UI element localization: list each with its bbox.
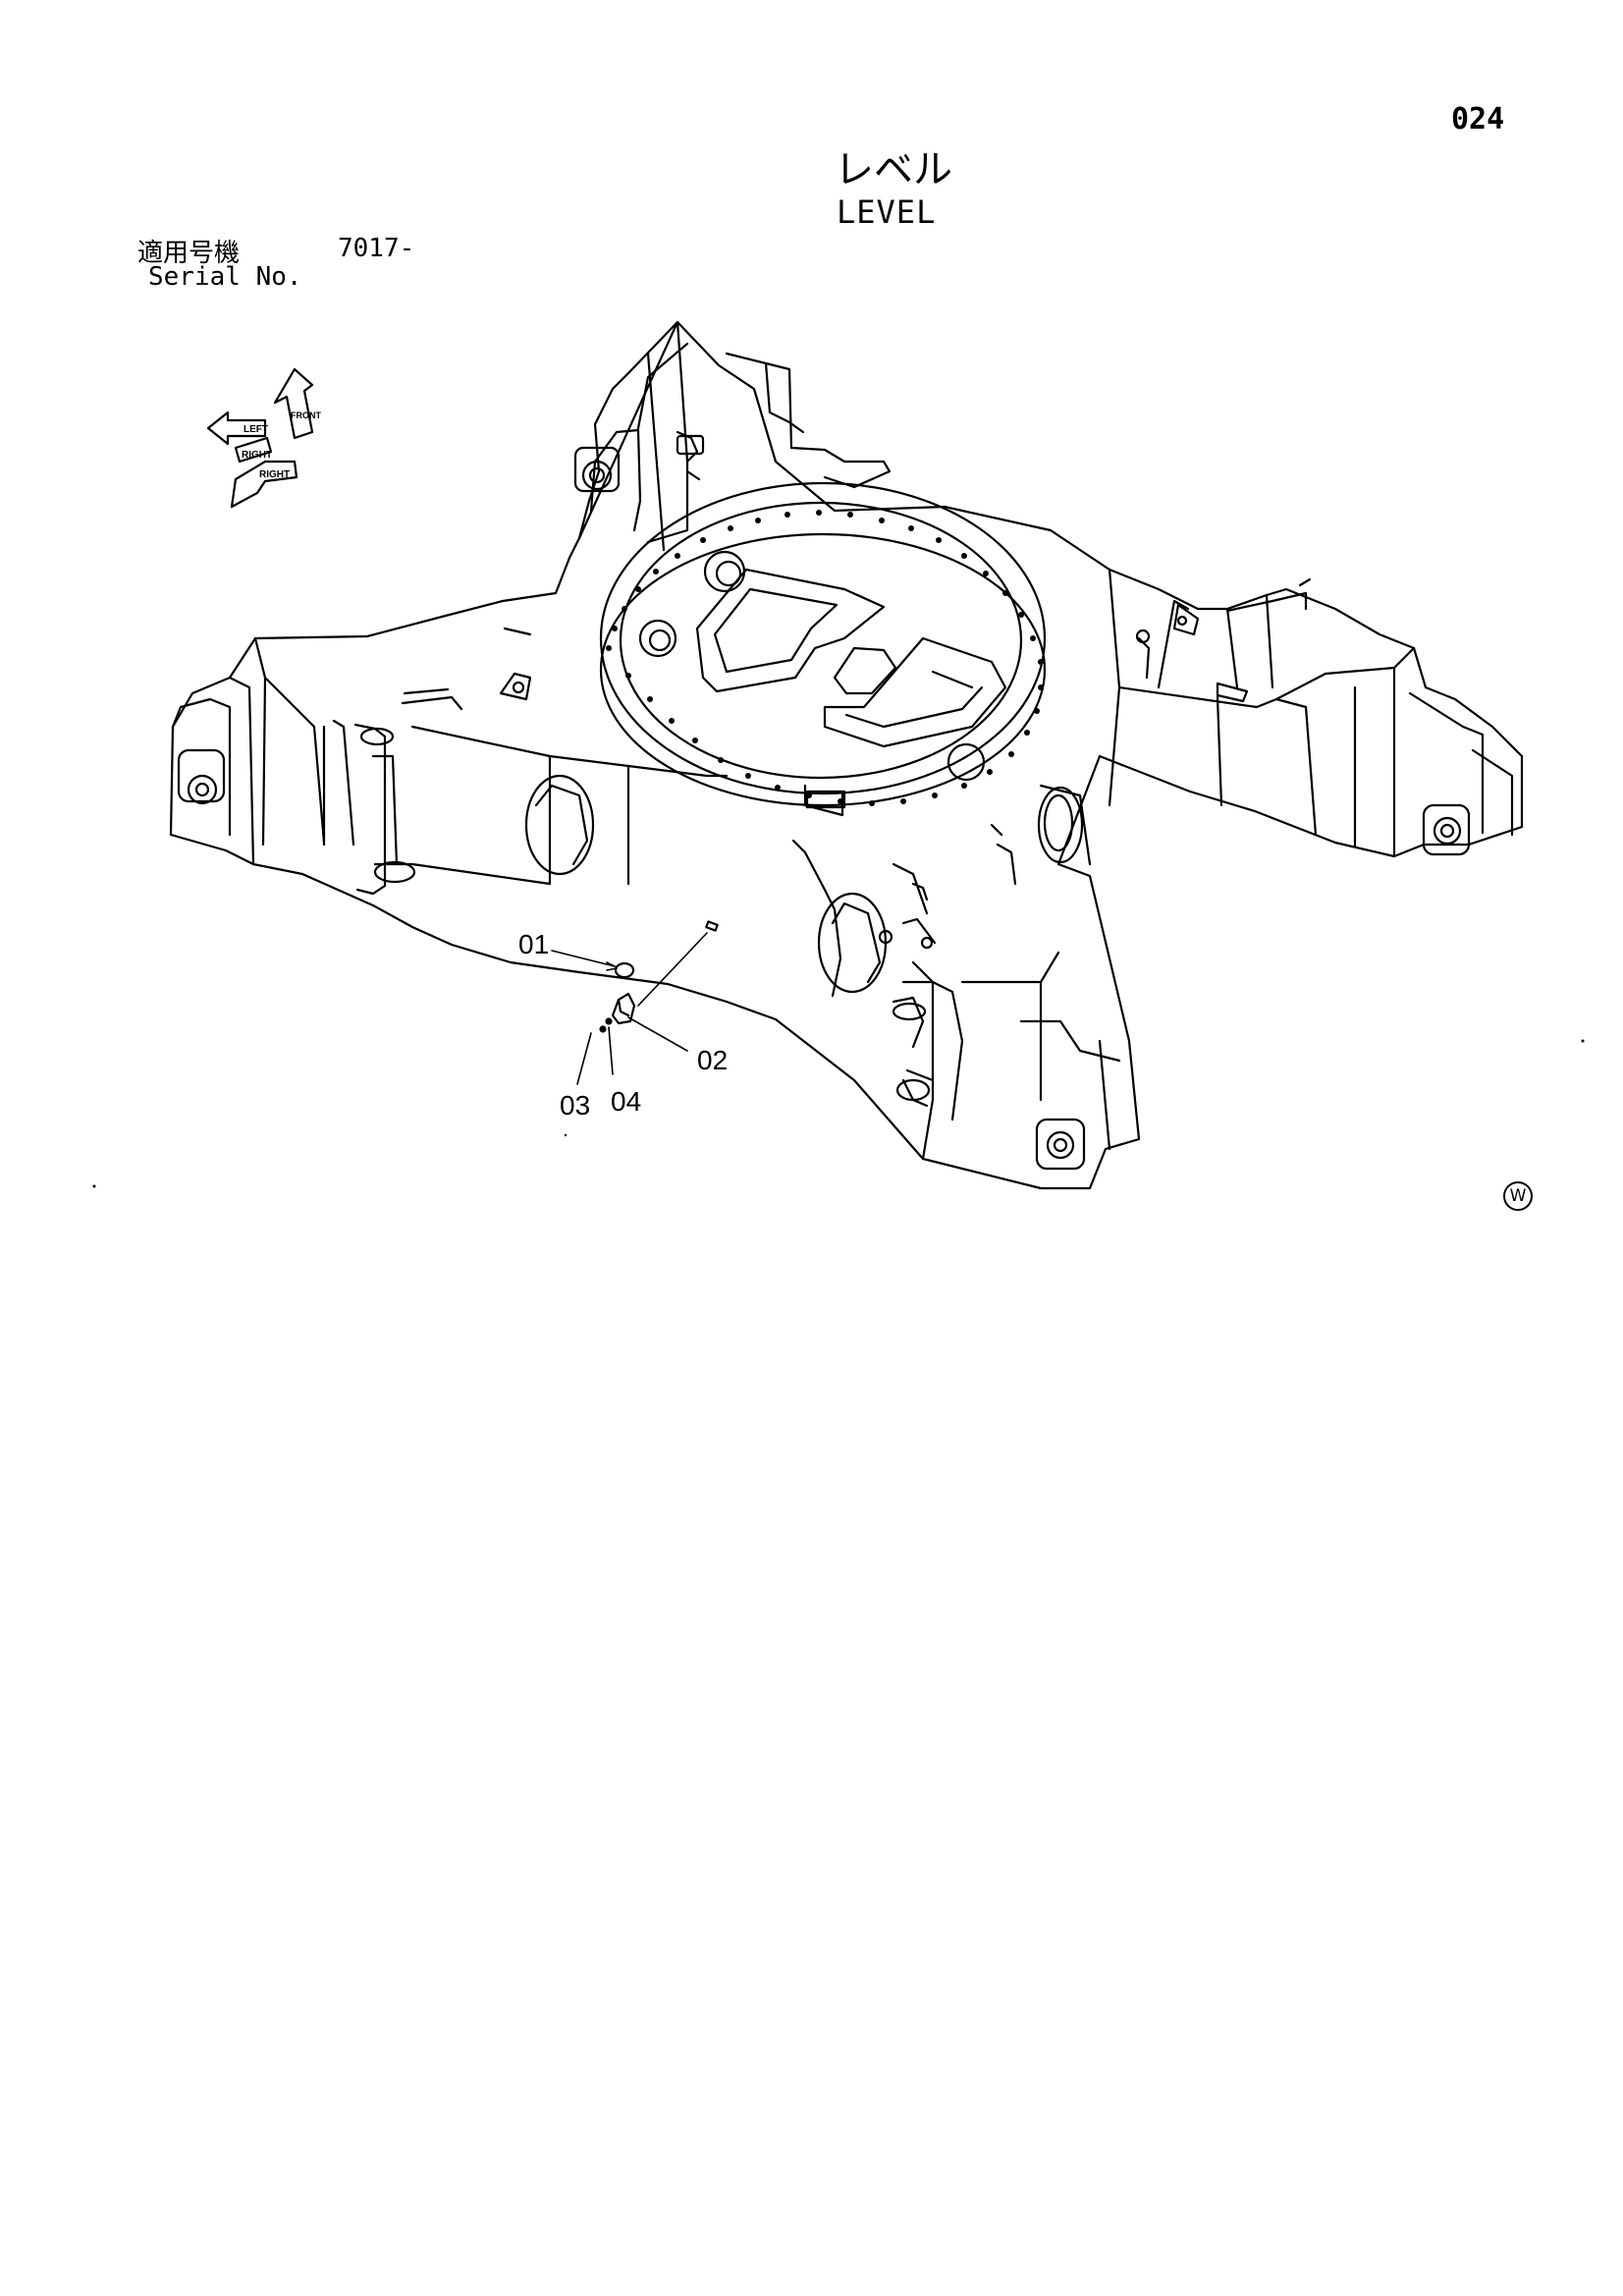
serial-label-english: Serial No.	[148, 262, 302, 292]
callout-01: 01	[518, 929, 550, 959]
level-vial	[614, 961, 635, 979]
callout-03: 03	[560, 1090, 591, 1121]
level-washer	[605, 1017, 613, 1025]
level-screw	[599, 1025, 607, 1033]
arrow-label: FRONT	[291, 410, 321, 420]
serial-number-value: 7017-	[338, 234, 415, 263]
orientation-arrows-icon: LEFT RIGHT RIGHT FRONT	[206, 367, 321, 509]
track-frame	[169, 320, 1524, 1190]
page-title-japanese: レベル	[835, 147, 952, 192]
w-mark-icon: W	[1503, 1181, 1533, 1211]
page-title-english: LEVEL	[837, 193, 937, 231]
page-number: 024	[1451, 102, 1505, 137]
leader-lines	[551, 932, 708, 1085]
serial-label-japanese: 適用号機	[137, 239, 241, 268]
arrow-label: RIGHT	[259, 469, 290, 480]
arrow-label: LEFT	[243, 424, 268, 435]
level-parts	[599, 961, 636, 1033]
callout-02: 02	[697, 1045, 729, 1075]
level-bracket	[611, 992, 636, 1025]
arrow-label: RIGHT	[242, 450, 272, 461]
callout-04: 04	[611, 1086, 642, 1117]
